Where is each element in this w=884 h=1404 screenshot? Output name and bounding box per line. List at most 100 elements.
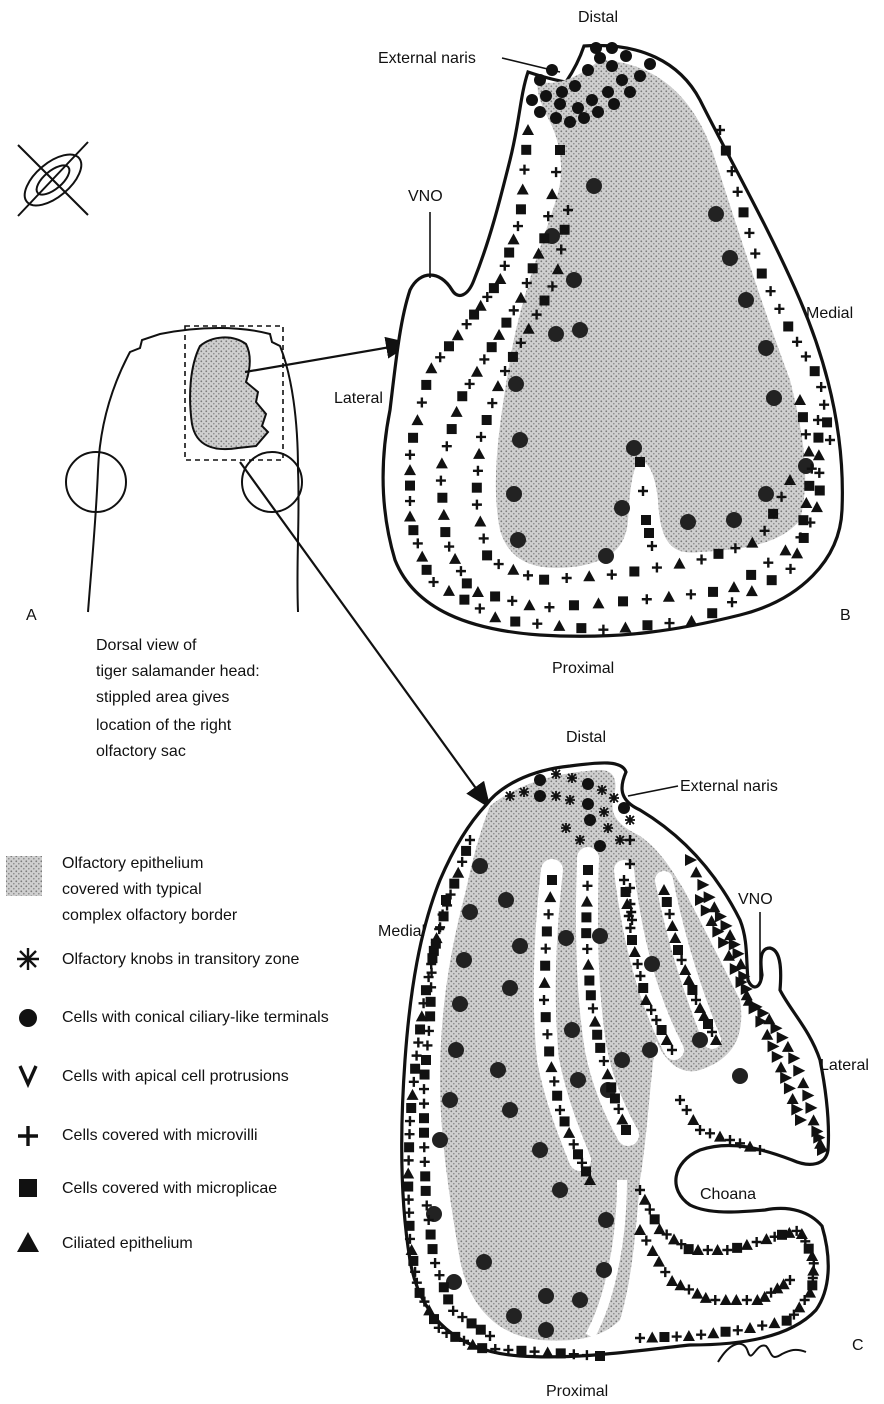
cell-symbol — [427, 953, 437, 963]
cell-symbol — [598, 548, 614, 564]
cell-symbol — [561, 823, 571, 833]
cell-symbol — [420, 1070, 430, 1080]
cell-symbol — [713, 549, 723, 559]
cell-symbol — [432, 1132, 448, 1148]
panel-b-letter: B — [840, 607, 851, 624]
legend-asterisk-text: Olfactory knobs in transitory zone — [62, 951, 300, 968]
cell-symbol — [570, 1072, 586, 1088]
cell-symbol — [428, 1244, 438, 1254]
cell-symbol — [421, 1055, 431, 1065]
cell-symbol — [408, 433, 418, 443]
cell-symbol — [419, 1128, 429, 1138]
cell-symbol — [726, 512, 742, 528]
legend-circle-icon — [19, 1009, 37, 1027]
cell-symbol — [606, 1082, 616, 1092]
head-olfactory-sac-stipple — [190, 337, 268, 449]
cell-symbol — [638, 983, 648, 993]
caption-a-line-2: tiger salamander head: — [96, 663, 260, 680]
b-vno-label: VNO — [408, 188, 443, 205]
cell-symbol — [560, 1116, 570, 1126]
c-external-naris-label: External naris — [680, 778, 778, 795]
cell-symbol — [447, 424, 457, 434]
cell-symbol — [687, 985, 697, 995]
cell-symbol — [624, 86, 636, 98]
cell-symbol — [603, 823, 613, 833]
cell-symbol — [708, 206, 724, 222]
cell-symbol — [732, 1243, 742, 1253]
b-external-naris-label: External naris — [378, 50, 476, 67]
cell-symbol — [528, 263, 538, 273]
cell-symbol — [439, 1282, 449, 1292]
cell-symbol — [490, 591, 500, 601]
cell-symbol — [539, 575, 549, 585]
cell-symbol — [490, 1062, 506, 1078]
cell-symbol — [462, 904, 478, 920]
cell-symbol — [565, 795, 575, 805]
legend-triangle-text: Ciliated epithelium — [62, 1235, 193, 1252]
cell-symbol — [540, 961, 550, 971]
cell-symbol — [641, 515, 651, 525]
cell-symbol — [415, 1288, 425, 1298]
cell-symbol — [405, 481, 415, 491]
legend-stipple-swatch — [6, 856, 42, 896]
cell-symbol — [476, 1325, 486, 1335]
cell-symbol — [627, 935, 637, 945]
legend-circle-text: Cells with conical ciliary-like terminal… — [62, 1009, 329, 1026]
cell-symbol — [644, 528, 654, 538]
cell-symbol — [419, 1113, 429, 1123]
cell-symbol — [448, 1042, 464, 1058]
c-distal-label: Distal — [566, 729, 606, 746]
legend: Olfactory epithelium covered with typica… — [6, 855, 329, 1252]
b-distal-label: Distal — [578, 9, 618, 26]
cell-symbol — [767, 575, 777, 585]
cell-symbol — [738, 292, 754, 308]
cell-symbol — [425, 1011, 435, 1021]
cell-symbol — [540, 296, 550, 306]
cell-symbol — [426, 997, 436, 1007]
cell-symbol — [662, 897, 672, 907]
cell-symbol — [634, 70, 646, 82]
cell-symbol — [582, 64, 594, 76]
cell-symbol — [707, 608, 717, 618]
cell-symbol — [569, 600, 579, 610]
cell-symbol — [592, 928, 608, 944]
b-lateral-label: Lateral — [334, 390, 383, 407]
cell-symbol — [472, 858, 488, 874]
cell-symbol — [508, 352, 518, 362]
cell-symbol — [592, 106, 604, 118]
cell-symbol — [459, 595, 469, 605]
legend-stipple-line-3: complex olfactory border — [62, 907, 238, 924]
cell-symbol — [510, 617, 520, 627]
cell-symbol — [567, 773, 577, 783]
cell-symbol — [551, 769, 561, 779]
cell-symbol — [659, 1332, 669, 1342]
legend-triangle-icon — [17, 1232, 39, 1252]
cell-symbol — [547, 875, 557, 885]
cell-symbol — [506, 486, 522, 502]
cell-symbol — [609, 793, 619, 803]
cell-symbol — [482, 550, 492, 560]
cell-symbol — [798, 412, 808, 422]
cell-symbol — [408, 525, 418, 535]
cell-symbol — [625, 815, 635, 825]
cell-symbol — [582, 798, 594, 810]
cell-symbol — [572, 102, 584, 114]
cell-symbol — [597, 785, 607, 795]
cell-symbol — [421, 380, 431, 390]
cell-symbol — [586, 178, 602, 194]
cell-symbol — [782, 1316, 792, 1326]
cell-symbol — [516, 1346, 526, 1356]
cell-symbol — [461, 846, 471, 856]
cell-symbol — [746, 570, 756, 580]
cell-symbol — [548, 326, 564, 342]
cell-symbol — [512, 938, 528, 954]
cell-symbol — [476, 1254, 492, 1270]
cell-symbol — [618, 596, 628, 606]
cell-symbol — [421, 1186, 431, 1196]
cell-symbol — [599, 807, 609, 817]
orientation-icon — [16, 142, 90, 216]
cell-symbol — [437, 493, 447, 503]
cell-symbol — [508, 376, 524, 392]
legend-v-icon — [20, 1066, 36, 1084]
legend-stipple-line-1: Olfactory epithelium — [62, 855, 203, 872]
